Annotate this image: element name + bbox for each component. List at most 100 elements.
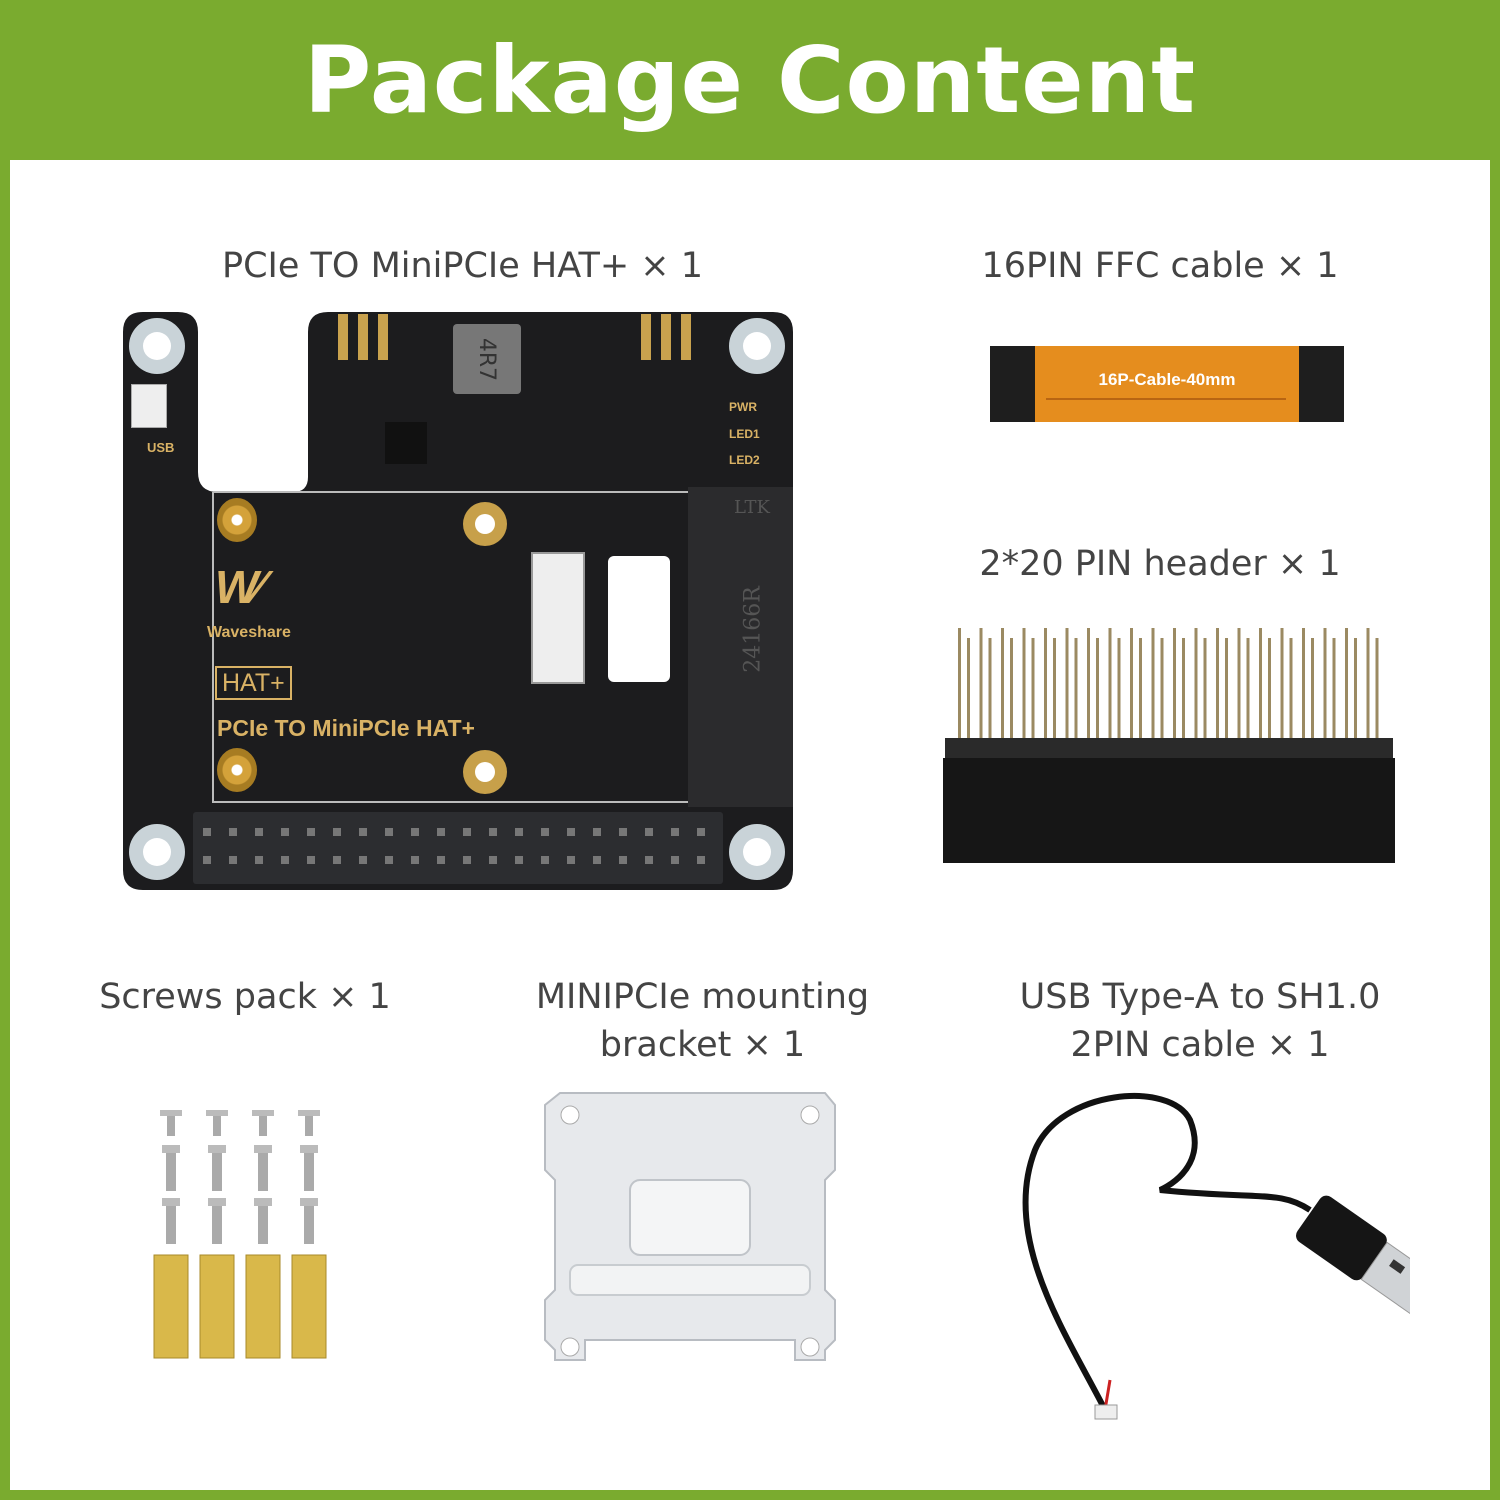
screw <box>258 1153 268 1191</box>
gpio-pin <box>489 828 497 836</box>
gpio-pin <box>567 856 575 864</box>
screw <box>304 1206 314 1244</box>
header-pin <box>1139 638 1142 768</box>
waveshare-logo-icon: W⁄ <box>215 561 262 613</box>
gpio-pin <box>333 828 341 836</box>
header-pin <box>988 638 992 768</box>
screw-head <box>252 1110 274 1116</box>
silk-usb: USB <box>147 440 175 455</box>
screw-head <box>208 1145 226 1153</box>
ic-chip <box>385 422 427 464</box>
page-title: Package Content <box>303 26 1197 134</box>
brass-standoff <box>217 498 257 542</box>
gpio-pin <box>437 856 445 864</box>
screw <box>212 1206 222 1244</box>
minipcie-slot: LTK 24166R <box>688 487 793 807</box>
header-pin <box>1087 628 1090 758</box>
header-pin <box>1246 638 1250 768</box>
header-pin <box>979 628 983 758</box>
screw <box>166 1206 176 1244</box>
screw-head <box>300 1145 318 1153</box>
gpio-pin <box>645 828 653 836</box>
gpio-pin <box>697 828 705 836</box>
screw <box>259 1116 267 1136</box>
screw-head <box>208 1198 226 1206</box>
gpio-pin <box>593 856 601 864</box>
inductor-marking: 4R7 <box>474 337 500 381</box>
silk-board-name: PCIe TO MiniPCIe HAT+ <box>217 715 475 741</box>
gpio-pin <box>515 828 523 836</box>
header-pin <box>1302 628 1305 758</box>
header-pin <box>1194 628 1198 758</box>
header-pin <box>958 628 961 758</box>
screw <box>258 1206 268 1244</box>
header-pin <box>1130 628 1133 758</box>
gpio-pin <box>255 828 263 836</box>
gpio-pin <box>671 828 679 836</box>
header-pin <box>1268 638 1271 768</box>
label-bracket-line2: bracket × 1 <box>599 1025 806 1065</box>
label-screws: Screws pack × 1 <box>99 977 391 1017</box>
mount-hole-gold <box>463 502 507 546</box>
gpio-pin <box>515 856 523 864</box>
gpio-pin <box>385 828 393 836</box>
screw-head <box>254 1198 272 1206</box>
ffc-print: 16P-Cable-40mm <box>1098 370 1236 389</box>
mount-hole <box>729 824 785 880</box>
gpio-pin <box>359 828 367 836</box>
ffc-connector <box>531 552 585 684</box>
gpio-pin <box>203 856 211 864</box>
header-pin <box>1289 638 1293 768</box>
header-pin <box>1151 628 1155 758</box>
hat-board-image: USB 4R7 PWR LED1 LED2 W⁄ Waveshare HAT+ … <box>123 312 793 890</box>
silk-brand: Waveshare <box>207 624 291 641</box>
header-housing <box>943 758 1395 863</box>
header-pin <box>1182 638 1185 768</box>
header-pin <box>1237 628 1241 758</box>
header-pin <box>1160 638 1164 768</box>
gpio-pin <box>671 856 679 864</box>
brass-standoff <box>153 1254 189 1359</box>
mount-hole-gold <box>463 750 507 794</box>
gpio-pin <box>541 828 549 836</box>
header-pin <box>1074 638 1078 768</box>
label-hat: PCIe TO MiniPCIe HAT+ × 1 <box>221 246 704 286</box>
gpio-pin <box>229 856 237 864</box>
header-pin <box>1311 638 1314 768</box>
label-bracket: MINIPCIe mounting bracket × 1 <box>500 973 905 1069</box>
gpio-pin <box>489 856 497 864</box>
silk-led2: LED2 <box>729 453 760 467</box>
silk-pwr: PWR <box>729 400 757 414</box>
label-usb-cable-line2: 2PIN cable × 1 <box>1070 1025 1330 1065</box>
mount-hole <box>129 318 185 374</box>
gpio-pin <box>541 856 549 864</box>
screw <box>166 1153 176 1191</box>
gpio-pin <box>645 856 653 864</box>
header-pin <box>1216 628 1219 758</box>
header-pin <box>1044 628 1047 758</box>
gpio-pin <box>619 856 627 864</box>
pcb-outline <box>123 312 793 890</box>
gpio-pin <box>385 856 393 864</box>
slot-code: 24166R <box>740 586 766 673</box>
screw-head <box>162 1198 180 1206</box>
gpio-pin <box>697 856 705 864</box>
header-pin <box>967 638 970 768</box>
header-pin <box>1001 628 1004 758</box>
header-pin <box>1022 628 1026 758</box>
mount-hole <box>729 318 785 374</box>
screw-head <box>162 1145 180 1153</box>
gpio-pins <box>203 828 705 864</box>
gpio-pin <box>281 856 289 864</box>
ffc-cable-image: 16P-Cable-40mm <box>990 346 1344 422</box>
gpio-pin <box>255 856 263 864</box>
header-pin <box>1332 638 1336 768</box>
usb-cable-image <box>1022 1093 1410 1420</box>
header-pin <box>1031 638 1035 768</box>
brass-standoff <box>199 1254 235 1359</box>
screws-pack-image <box>153 1110 327 1359</box>
gpio-pin <box>359 856 367 864</box>
brass-standoff <box>245 1254 281 1359</box>
header-pin <box>1117 638 1121 768</box>
header-housing-top <box>945 738 1393 760</box>
